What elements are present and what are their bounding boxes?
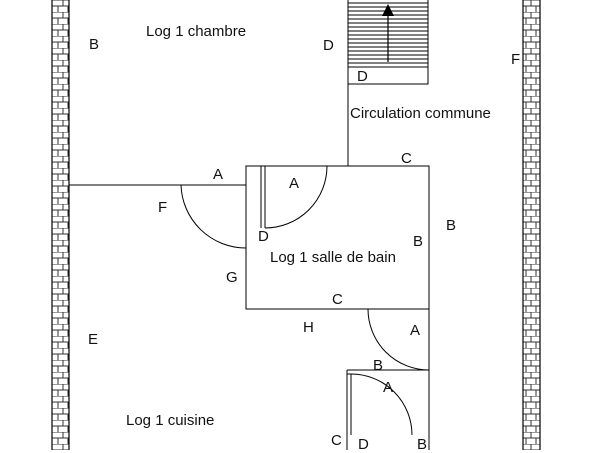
label-h: H	[303, 319, 314, 336]
room-label-salle-de-bain: Log 1 salle de bain	[270, 249, 396, 266]
label-d: D	[258, 228, 269, 245]
label-d: D	[358, 436, 369, 453]
label-d: D	[323, 37, 334, 54]
label-b: B	[417, 436, 428, 453]
label-c: C	[401, 150, 412, 167]
small-room	[346, 369, 430, 450]
label-g: G	[226, 269, 238, 286]
label-b: B	[446, 217, 457, 234]
label-a: A	[213, 166, 224, 183]
label-b: B	[373, 357, 384, 374]
label-f: F	[158, 199, 168, 216]
label-b: B	[89, 36, 100, 53]
label-b: B	[413, 233, 424, 250]
label-c: C	[331, 432, 342, 449]
bathroom	[245, 165, 430, 310]
label-d: D	[357, 68, 368, 85]
label-a: A	[410, 322, 421, 339]
staircase	[347, 0, 429, 85]
label-f: F	[511, 51, 521, 68]
door-a-lower	[367, 308, 430, 371]
label-a: A	[289, 175, 300, 192]
label-c: C	[332, 291, 343, 308]
label-a: A	[383, 379, 394, 396]
left-brick-wall	[51, 0, 70, 450]
bathroom-door-a	[260, 165, 328, 229]
room-label-cuisine: Log 1 cuisine	[126, 412, 215, 429]
door-f	[180, 184, 247, 249]
label-e: E	[88, 331, 99, 348]
right-brick-wall	[522, 0, 541, 450]
room-label-chambre: Log 1 chambre	[146, 23, 247, 40]
room-label-circulation: Circulation commune	[350, 105, 491, 122]
